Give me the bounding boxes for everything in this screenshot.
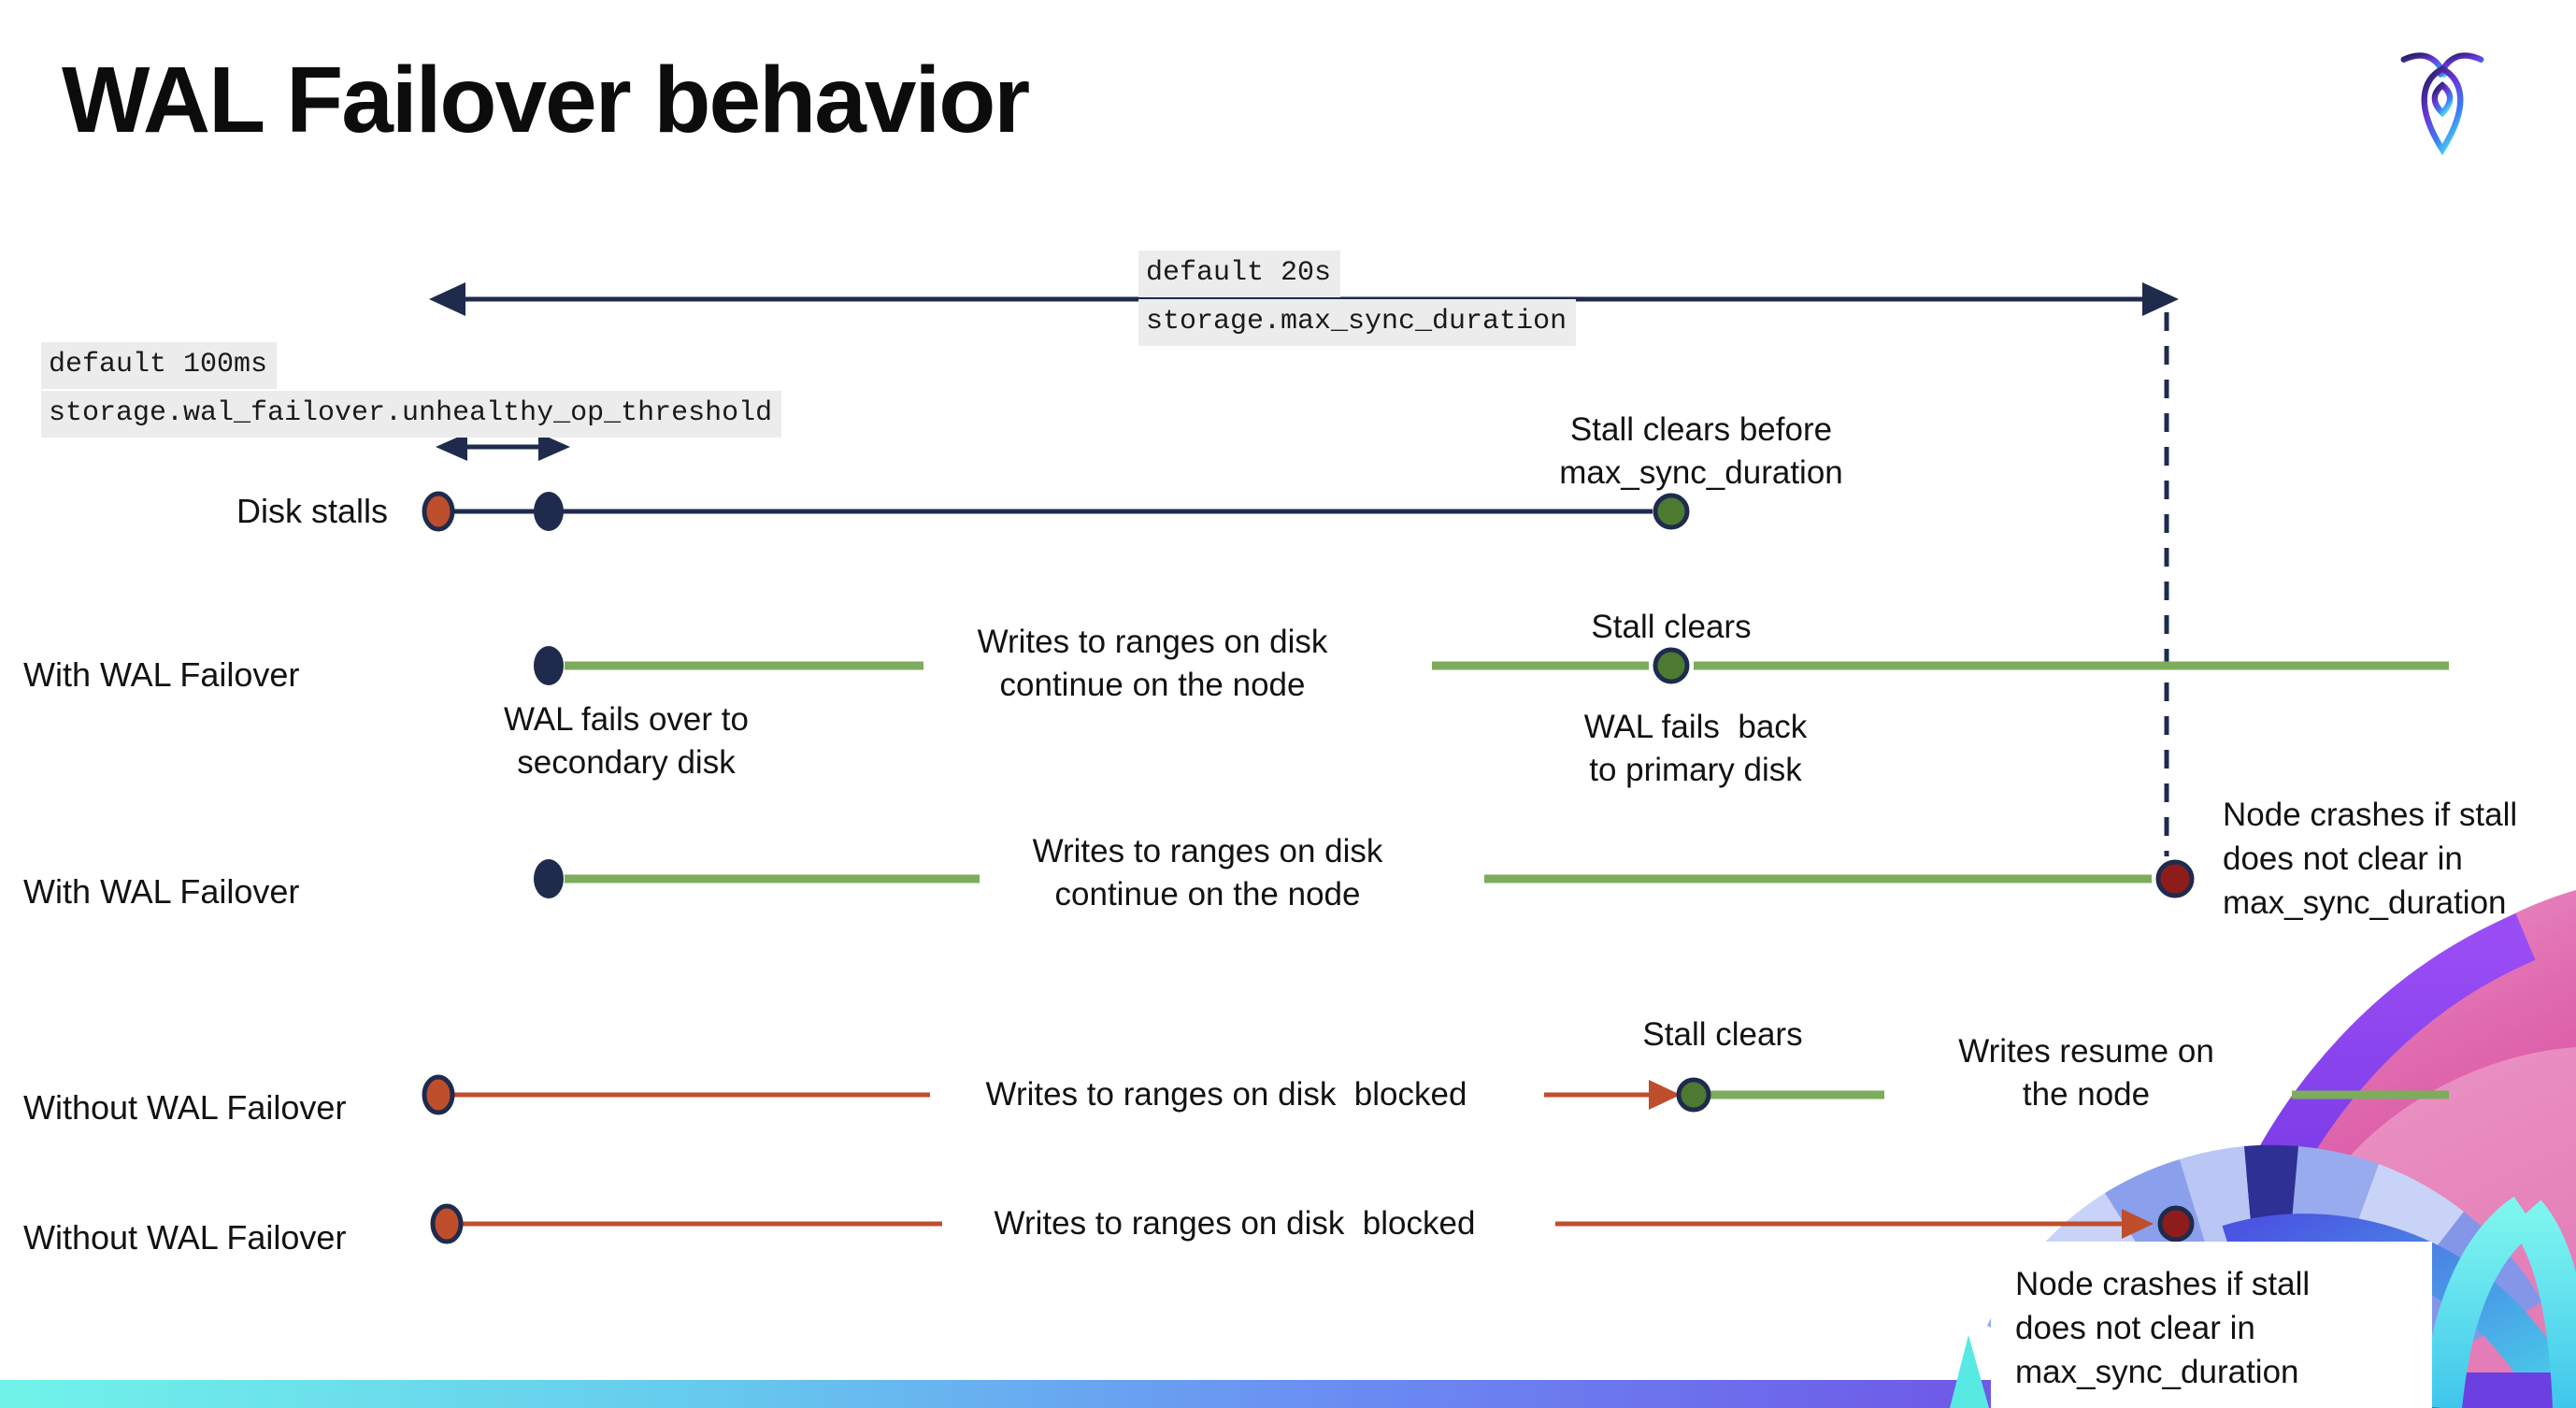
callout-wal-fails-back: WAL fails back to primary disk (1583, 709, 1808, 788)
callout-writes-continue-row2: Writes to ranges on disk continue on the… (977, 624, 1328, 703)
setting-default-value: default 20s (1138, 251, 1341, 297)
art-cyan-stroke-left (2421, 1196, 2538, 1408)
max-sync-duration-setting-note: default 20s storage.max_sync_duration (1138, 251, 1577, 348)
row1-stall-clears-dot (1653, 493, 1690, 530)
callout-stall-clears-row2: Stall clears (1591, 609, 1752, 645)
callout-node-crashes-row5: Node crashes if stall does not clear in … (2015, 1266, 2311, 1390)
callout-writes-blocked-row5: Writes to ranges on disk blocked (994, 1205, 1476, 1242)
row1-threshold-dot (534, 492, 564, 531)
row2-failover-dot (534, 646, 564, 685)
row4-disk-stall-dot (422, 1074, 455, 1115)
setting-name: storage.max_sync_duration (1138, 299, 1577, 346)
unhealthy-op-threshold-setting-note: default 100ms storage.wal_failover.unhea… (41, 342, 782, 439)
row3-failover-dot (534, 859, 564, 898)
arrowhead-left-icon (429, 282, 465, 316)
row5-red-arrowhead-icon (2122, 1209, 2154, 1239)
row2-failback-dot (1653, 647, 1690, 684)
row4-red-arrowhead-icon (1649, 1080, 1681, 1110)
row-label-without-wal-failover-2: Without WAL Failover (23, 1218, 347, 1257)
row-label-disk-stalls: Disk stalls (236, 492, 388, 530)
setting-default-value: default 100ms (41, 342, 278, 389)
art-cyan-stroke-right (2509, 1200, 2576, 1408)
row1-disk-stall-dot (422, 491, 455, 532)
callout-stall-clears-row4: Stall clears (1642, 1016, 1803, 1053)
callout-wal-fails-over: WAL fails over to secondary disk (504, 701, 749, 781)
cockroachdb-logo-icon (2400, 52, 2484, 155)
callout-writes-resume: Writes resume on the node (1958, 1033, 2214, 1113)
crash-callout-box: Node crashes if stall does not clear in … (1991, 1242, 2432, 1408)
row5-disk-stall-dot (430, 1203, 464, 1244)
callout-writes-blocked-row4: Writes to ranges on disk blocked (985, 1076, 1467, 1113)
setting-name: storage.wal_failover.unhealthy_op_thresh… (41, 391, 782, 438)
row4-stall-clears-dot (1676, 1077, 1711, 1113)
row-label-with-wal-failover-2: With WAL Failover (23, 872, 300, 911)
page-title: WAL Failover behavior (62, 48, 1030, 152)
callout-writes-continue-row3: Writes to ranges on disk continue on the… (1032, 833, 1383, 912)
arrowhead-right-icon (2142, 282, 2179, 316)
callout-node-crashes-row3: Node crashes if stall does not clear in … (2223, 797, 2518, 921)
row5-node-crash-dot (2157, 1205, 2195, 1243)
row-label-with-wal-failover-1: With WAL Failover (23, 655, 300, 694)
row-label-without-wal-failover-1: Without WAL Failover (23, 1088, 347, 1127)
row3-node-crash-dot (2155, 859, 2195, 898)
callout-stall-clears-before: Stall clears before max_sync_duration (1559, 411, 1843, 491)
